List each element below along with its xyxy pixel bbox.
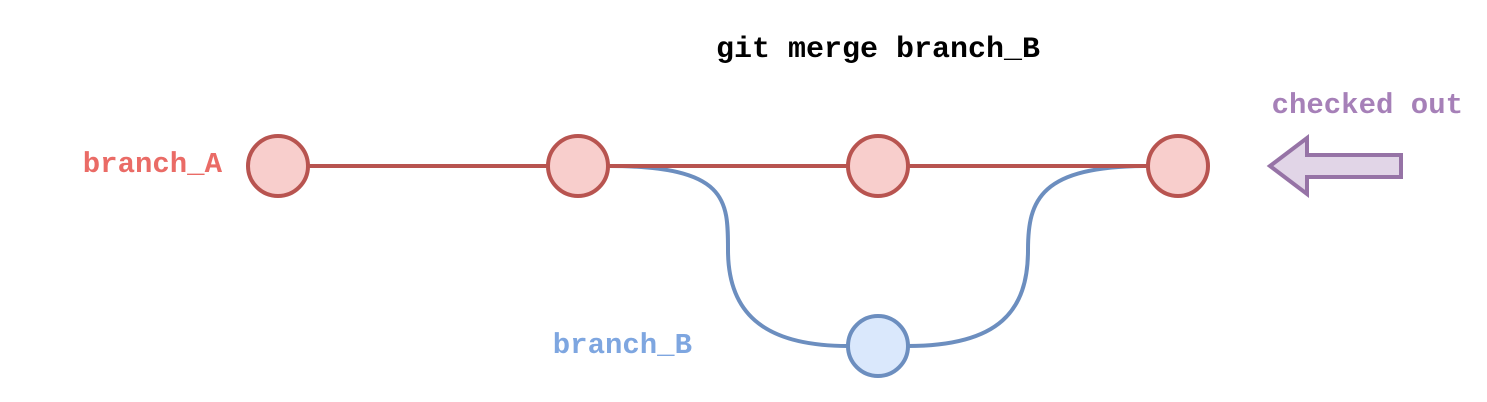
branch-a-commit-1 xyxy=(246,134,310,198)
branch-a-merge-commit xyxy=(1146,134,1210,198)
branch-a-commit-2 xyxy=(546,134,610,198)
diagram-title: git merge branch_B xyxy=(716,33,1040,67)
branch-b-commit xyxy=(846,314,910,378)
branch-a-commit-3 xyxy=(846,134,910,198)
checked-out-label: checked out xyxy=(1272,89,1463,122)
branch-b-edge-out xyxy=(607,164,849,348)
left-arrow-icon xyxy=(1266,133,1403,199)
branch-a-label: branch_A xyxy=(83,148,223,181)
branch-b-label: branch_B xyxy=(553,329,692,362)
branch-b-edge-in xyxy=(907,164,1149,348)
